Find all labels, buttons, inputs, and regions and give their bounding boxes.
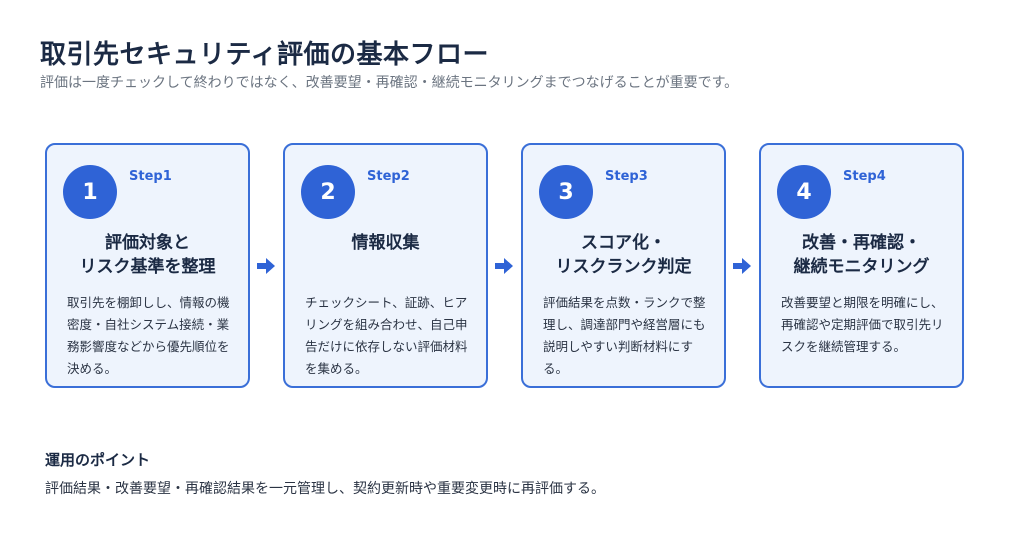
step-heading: 評価対象と リスク基準を整理 — [79, 233, 216, 277]
step-label: Step1 — [129, 169, 172, 184]
step-heading: 改善・再確認・ 継続モニタリング — [793, 233, 930, 277]
step-number-badge: 1 — [63, 165, 117, 219]
arrow-right-icon — [257, 258, 275, 274]
step-label: Step2 — [367, 169, 410, 184]
step-heading: 情報収集 — [351, 233, 420, 253]
operations-title: 運用のポイント — [45, 451, 151, 469]
step-label: Step3 — [605, 169, 648, 184]
step-card-3: 3 Step3 スコア化・ リスクランク判定 評価結果を点数・ランクで整理し、調… — [521, 143, 726, 388]
operations-text: 評価結果・改善要望・再確認結果を一元管理し、契約更新時や重要変更時に再評価する。 — [45, 481, 605, 497]
step-card-4: 4 Step4 改善・再確認・ 継続モニタリング 改善要望と期限を明確にし、再確… — [759, 143, 964, 388]
step-card-2: 2 Step2 情報収集 チェックシート、証跡、ヒアリングを組み合わせ、自己申告… — [283, 143, 488, 388]
step-number-badge: 2 — [301, 165, 355, 219]
arrow-right-icon — [495, 258, 513, 274]
step-card-1: 1 Step1 評価対象と リスク基準を整理 取引先を棚卸しし、情報の機密度・自… — [45, 143, 250, 388]
flow-diagram: 1 Step1 評価対象と リスク基準を整理 取引先を棚卸しし、情報の機密度・自… — [45, 143, 965, 388]
step-description: 改善要望と期限を明確にし、再確認や定期評価で取引先リスクを継続管理する。 — [781, 295, 944, 354]
step-label: Step4 — [843, 169, 886, 184]
step-description: 取引先を棚卸しし、情報の機密度・自社システム接続・業務影響度などから優先順位を決… — [67, 295, 230, 376]
step-number-badge: 4 — [777, 165, 831, 219]
page-title: 取引先セキュリティ評価の基本フロー — [40, 40, 489, 70]
step-description: チェックシート、証跡、ヒアリングを組み合わせ、自己申告だけに依存しない評価材料を… — [305, 295, 468, 376]
page-subtitle: 評価は一度チェックして終わりではなく、改善要望・再確認・継続モニタリングまでつな… — [40, 75, 739, 91]
arrow-right-icon — [733, 258, 751, 274]
step-number-badge: 3 — [539, 165, 593, 219]
step-heading: スコア化・ リスクランク判定 — [555, 233, 692, 277]
step-description: 評価結果を点数・ランクで整理し、調達部門や経営層にも説明しやすい判断材料にする。 — [543, 295, 706, 376]
